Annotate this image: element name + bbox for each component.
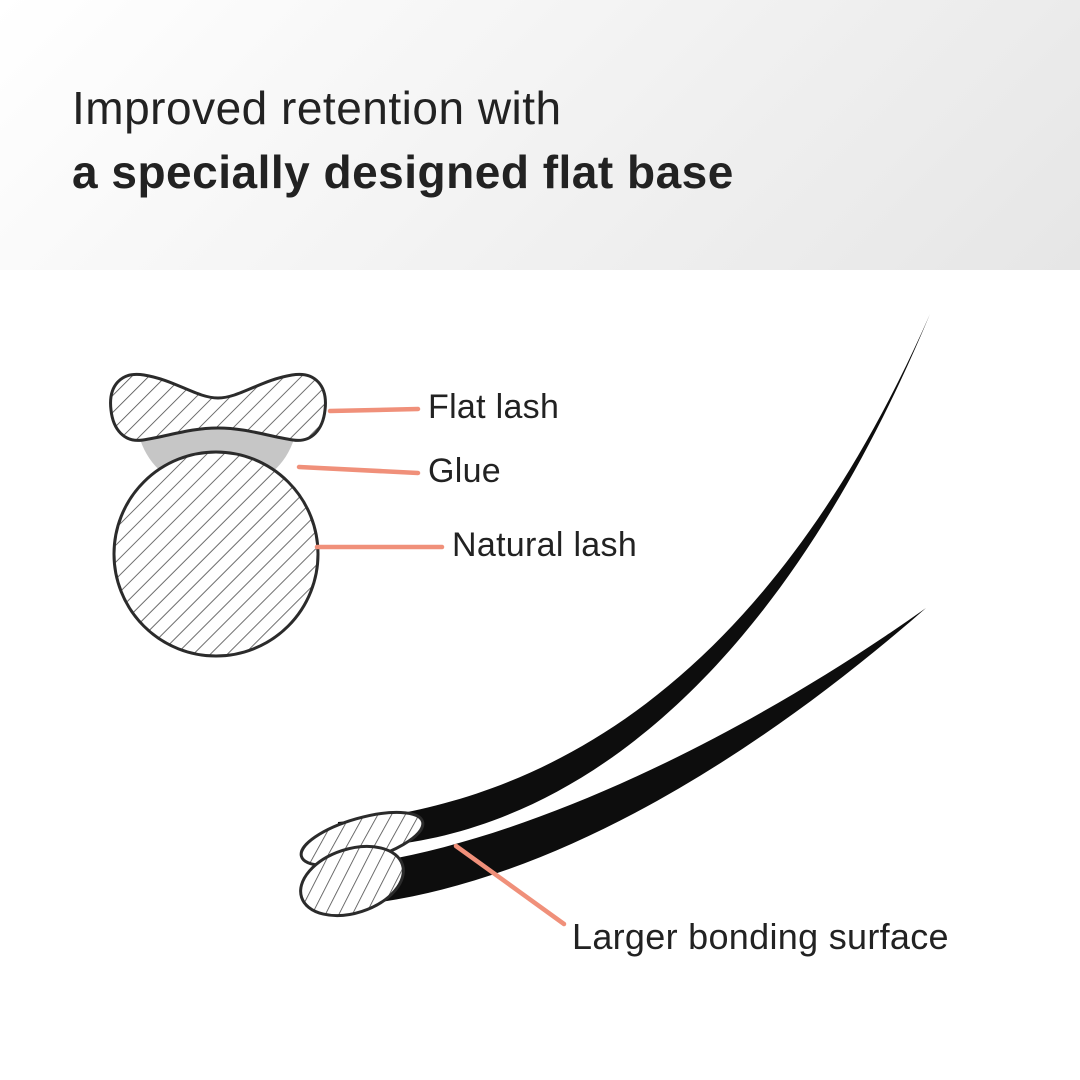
lower-lash-curve [346, 608, 926, 906]
bonding-leader-line [453, 843, 567, 927]
lash-diagram [109, 314, 930, 927]
bonding-surface-label: Larger bonding surface [572, 916, 949, 957]
page-title-line1: Improved retention with [72, 82, 562, 134]
diagram-canvas: Flat lash Glue Natural lash Larger bondi… [0, 270, 1080, 1080]
page-title-line2: a specially designed flat base [72, 146, 734, 198]
natural-lash-label: Natural lash [452, 526, 638, 564]
natural-lash-shape [112, 450, 320, 658]
flat-lash-label: Flat lash [428, 388, 560, 426]
flat-lash-shape [109, 372, 327, 442]
glue-leader-line [296, 464, 421, 476]
glue-label: Glue [428, 452, 502, 490]
flat-lash-leader-line [327, 406, 421, 414]
round-base-cross-section-icon [299, 844, 405, 918]
header-banner: Improved retention with a specially desi… [0, 0, 1080, 270]
upper-lash-curve [336, 314, 930, 849]
